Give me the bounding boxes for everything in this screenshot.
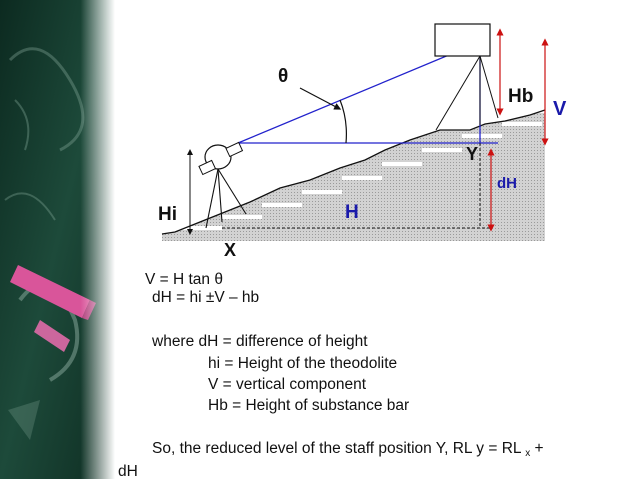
definition-v: V = vertical component — [208, 376, 367, 393]
reduced-level-line: So, the reduced level of the staff posit… — [152, 440, 544, 463]
label-y: Y — [466, 144, 478, 164]
label-h: H — [345, 202, 359, 223]
theta-arc — [339, 99, 347, 144]
where-line: where dH = difference of height — [152, 333, 368, 350]
label-hi: Hi — [158, 204, 177, 225]
label-dh: dH — [497, 175, 517, 192]
label-theta: θ — [278, 66, 288, 87]
label-hb: Hb — [508, 86, 533, 107]
theta-pointer — [299, 87, 342, 110]
reduced-level-tail: dH — [118, 463, 138, 479]
definition-hb: Hb = Height of substance bar — [208, 397, 410, 414]
formula-v: V = H tan θ — [145, 271, 223, 288]
inclined-sight-line — [237, 41, 481, 144]
reduced-level-plus: + — [530, 440, 544, 457]
target-board — [434, 23, 491, 57]
stair-steps — [182, 122, 542, 230]
label-x: X — [224, 240, 236, 260]
definition-hi: hi = Height of the theodolite — [208, 355, 398, 372]
reduced-level-text: So, the reduced level of the staff posit… — [152, 440, 521, 457]
chalkboard-image — [0, 0, 115, 479]
reduced-level-subscript: x — [525, 448, 531, 459]
theodolite — [198, 141, 247, 229]
ground-profile — [161, 109, 546, 235]
formula-dh: dH = hi ±V – hb — [152, 289, 260, 306]
label-v: V — [553, 98, 567, 120]
